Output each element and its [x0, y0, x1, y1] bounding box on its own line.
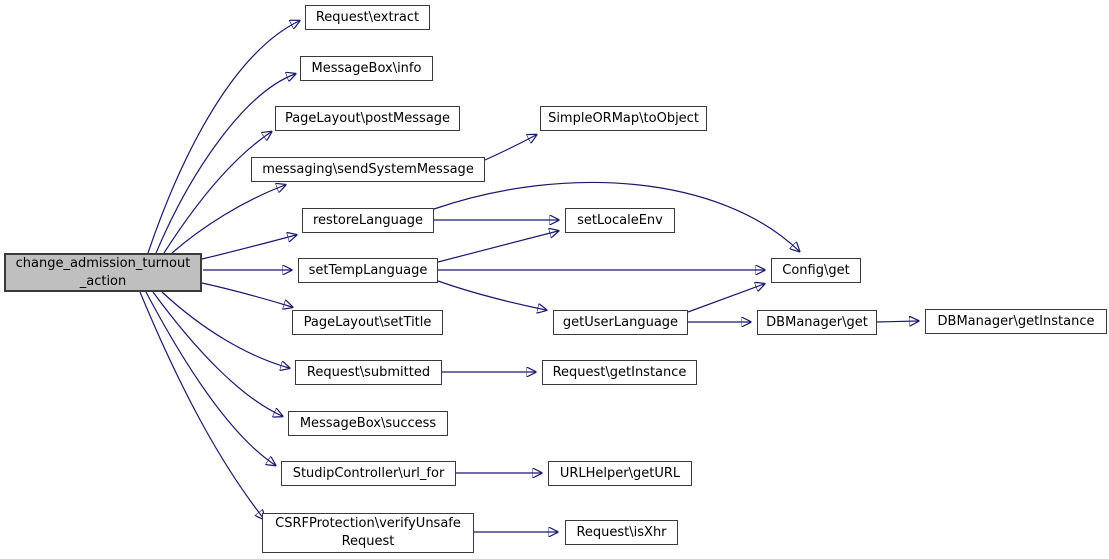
edge-main-to-studipcontroller-url-for — [145, 291, 275, 465]
edge-main-to-messaging-sendsystemmessage — [171, 185, 285, 254]
edge-main-to-pagelayout-settitle — [201, 282, 292, 307]
node-pagelayout-settitle[interactable]: PageLayout\setTitle — [292, 310, 443, 335]
node-label-line: CSRFProtection\verifyUnsafe — [275, 516, 461, 531]
node-dbmanager-getinstance[interactable]: DBManager\getInstance — [925, 309, 1107, 334]
node-simpleormap-toobject[interactable]: SimpleORMap\toObject — [540, 106, 707, 131]
edge-main-to-request-submitted — [161, 291, 289, 368]
node-dbmanager-get[interactable]: DBManager\get — [757, 310, 877, 335]
node-request-isxhr[interactable]: Request\isXhr — [565, 520, 678, 545]
node-request-getinstance[interactable]: Request\getInstance — [542, 360, 697, 385]
node-setlocaleenv[interactable]: setLocaleEnv — [565, 208, 675, 233]
node-request-extract[interactable]: Request\extract — [305, 5, 430, 30]
edge-settemplanguage-to-getuserlanguage — [437, 280, 546, 310]
edge-restorelanguage-to-config-get — [433, 181, 799, 251]
node-settemplanguage[interactable]: setTempLanguage — [298, 258, 438, 283]
edge-main-to-messagebox-success — [152, 291, 282, 416]
edge-main-to-request-extract — [147, 21, 299, 254]
node-restorelanguage[interactable]: restoreLanguage — [302, 208, 434, 233]
edge-dbmanager-get-to-dbmanager-getinstance — [876, 321, 918, 322]
node-urlhelper-geturl[interactable]: URLHelper\getURL — [548, 461, 692, 486]
node-studipcontroller-url-for[interactable]: StudipController\url_for — [281, 461, 456, 486]
edge-getuserlanguage-to-config-get — [687, 284, 764, 313]
edge-main-to-messagebox-info — [155, 74, 295, 254]
node-change-admission-turnout-action[interactable]: change_admission_turnout _action — [4, 253, 202, 292]
edge-main-to-restorelanguage — [201, 235, 296, 260]
edge-main-to-pagelayout-postmessage — [163, 132, 271, 254]
node-messagebox-info[interactable]: MessageBox\info — [300, 56, 433, 81]
edge-main-to-csrfprotection-verifyunsaferequest — [139, 291, 264, 519]
node-label-line: _action — [79, 273, 127, 289]
node-messagebox-success[interactable]: MessageBox\success — [288, 411, 448, 436]
node-pagelayout-postmessage[interactable]: PageLayout\postMessage — [275, 106, 460, 131]
node-request-submitted[interactable]: Request\submitted — [295, 360, 442, 385]
node-csrfprotection-verifyunsaferequest[interactable]: CSRFProtection\verifyUnsafe Request — [262, 513, 474, 553]
node-getuserlanguage[interactable]: getUserLanguage — [553, 310, 688, 335]
node-messaging-sendsystemmessage[interactable]: messaging\sendSystemMessage — [251, 157, 485, 182]
edge-settemplanguage-to-setlocaleenv — [437, 231, 558, 263]
node-label-line: Request — [341, 534, 395, 549]
edge-messaging-sendsystemmessage-to-simpleormap-toobject — [484, 135, 536, 161]
node-config-get[interactable]: Config\get — [771, 258, 861, 283]
node-label-line: change_admission_turnout — [15, 255, 191, 271]
